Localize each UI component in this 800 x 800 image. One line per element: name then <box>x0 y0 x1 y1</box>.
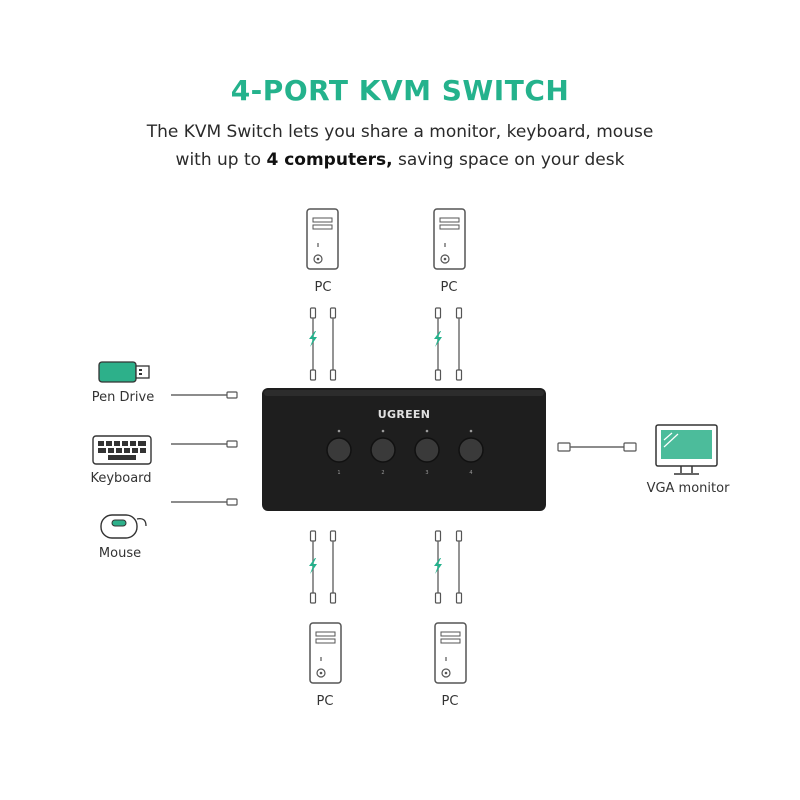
pc-label: PC <box>441 280 458 295</box>
subtitle-line-2: with up to 4 computers, saving space on … <box>0 146 800 174</box>
pc-bottom-right: PC <box>434 622 467 709</box>
port-button-2[interactable]: 2 <box>370 429 396 476</box>
vga-monitor: VGA monitor <box>557 424 731 496</box>
cables-bottom-right <box>434 530 463 604</box>
port-number: 3 <box>425 470 428 476</box>
pc-tower-icon <box>309 622 342 684</box>
subtitle-line-2-post: saving space on your desk <box>392 150 625 170</box>
mouse-label: Mouse <box>99 546 141 561</box>
pc-label: PC <box>315 280 332 295</box>
pc-bottom-left: PC <box>309 622 342 709</box>
usb-pen-drive-icon <box>98 361 150 383</box>
pen-drive-label: Pen Drive <box>92 390 154 405</box>
keyboard: Keyboard <box>90 435 238 486</box>
port-number: 2 <box>381 470 384 476</box>
pc-tower-icon <box>306 208 339 270</box>
vga-monitor-icon <box>655 424 718 475</box>
pen-drive-cable <box>171 391 238 399</box>
page-title: 4-PORT KVM SWITCH <box>230 74 570 107</box>
keyboard-icon <box>92 435 152 465</box>
port-button-3[interactable]: 3 <box>414 429 440 476</box>
mouse: Mouse <box>99 498 238 561</box>
cables-top-left <box>309 307 337 381</box>
monitor-cable <box>557 442 637 452</box>
port-button-1[interactable]: 1 <box>326 429 352 476</box>
switch-body <box>262 388 546 511</box>
vga-cable <box>329 307 337 381</box>
subtitle-highlight: 4 computers, <box>266 150 393 170</box>
mouse-icon <box>100 514 147 539</box>
pc-top-right: PC <box>433 208 466 295</box>
mouse-cable <box>171 498 238 506</box>
vga-cable <box>455 530 463 604</box>
pc-top-left: PC <box>306 208 339 295</box>
pc-label: PC <box>317 694 334 709</box>
port-button-4[interactable]: 4 <box>458 429 484 476</box>
keyboard-label: Keyboard <box>90 471 151 486</box>
cables-top-right <box>434 307 463 381</box>
pc-tower-icon <box>433 208 466 270</box>
subtitle-line-2-pre: with up to <box>175 150 267 170</box>
cables-bottom-left <box>309 530 337 604</box>
monitor-label: VGA monitor <box>647 481 731 496</box>
keyboard-cable <box>171 440 238 448</box>
pen-drive: Pen Drive <box>92 361 238 405</box>
subtitle-line-1: The KVM Switch lets you share a monitor,… <box>146 122 654 142</box>
kvm-switch: UGREEN 1 2 3 4 <box>262 388 546 511</box>
pc-label: PC <box>442 694 459 709</box>
vga-cable <box>329 530 337 604</box>
pc-tower-icon <box>434 622 467 684</box>
vga-cable <box>455 307 463 381</box>
page-subtitle: The KVM Switch lets you share a monitor,… <box>0 118 800 174</box>
brand-logo: UGREEN <box>378 408 430 421</box>
port-number: 4 <box>469 470 472 476</box>
port-number: 1 <box>337 470 340 476</box>
